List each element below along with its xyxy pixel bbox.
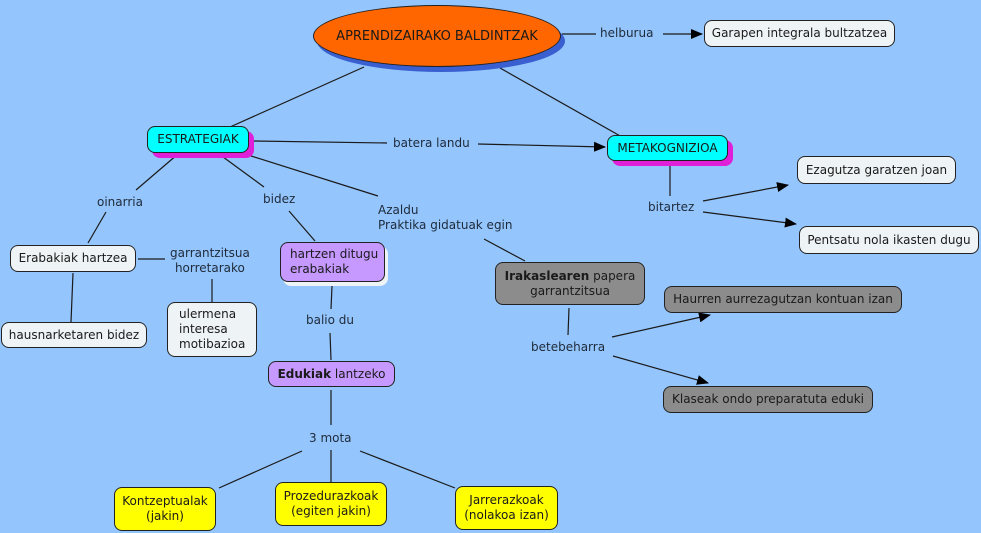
line-estrategiak-oinarria (135, 153, 179, 191)
line-balio-edukiak (329, 332, 332, 361)
node-ulermena-line1: ulermena (179, 307, 237, 321)
link-label-mota: 3 mota (309, 431, 352, 445)
link-label-azaldu-line1: Azaldu (378, 203, 419, 217)
node-hausnarketa-label: hausnarketaren bidez (8, 327, 140, 342)
node-prozedurazkoak-line2: (egiten jakin) (291, 504, 371, 518)
arrow-batera-metakognizioa (477, 141, 606, 152)
link-label-garrantzitsua-line1: garrantzitsua (170, 246, 250, 260)
line-estrategiak-azaldu (247, 154, 379, 197)
line-mota-jarrerazkoak (359, 450, 456, 489)
node-garapen[interactable]: Garapen integrala bultzatzea (704, 20, 895, 47)
node-edukiak-bold: Edukiak (277, 366, 332, 381)
node-irakaslea-line1: Irakaslearen papera (505, 269, 636, 284)
root-concept-label: APRENDIZAIRAKO BALDINTZAK (336, 28, 538, 44)
node-haurren-label: Haurren aurrezagutzan kontuan izan (673, 292, 893, 306)
arrow-betebeharra-klaseak (612, 355, 709, 385)
link-label-azaldu: Azaldu Praktika gidatuak egin (378, 203, 513, 233)
line-hartzen-balio (330, 285, 333, 310)
link-label-oinarria: oinarria (97, 195, 143, 209)
node-hartzen[interactable]: hartzen ditugu erabakiak (280, 242, 385, 282)
node-hartzen-line2: erabakiak (290, 262, 350, 276)
node-irakaslea-line2: garrantzitsua (530, 283, 610, 298)
node-ezagutza-label: Ezagutza garatzen joan (805, 162, 948, 177)
node-metakognizioa[interactable]: METAKOGNIZIOA (607, 135, 728, 161)
node-haurren[interactable]: Haurren aurrezagutzan kontuan izan (664, 286, 902, 313)
node-erabakiak-label: Erabakiak hartzea (18, 251, 128, 265)
node-edukiak[interactable]: Edukiak lantzeko (268, 361, 395, 387)
node-prozedurazkoak[interactable]: Prozedurazkoak (egiten jakin) (275, 482, 387, 526)
node-jarrerazkoak-line2: (nolakoa izan) (464, 508, 549, 522)
node-ulermena-line3: motibazioa (179, 337, 246, 351)
node-kontzeptualak-line2: (jakin) (146, 509, 184, 523)
link-label-azaldu-line2: Praktika gidatuak egin (378, 218, 513, 232)
line-oinarria-erabakiak (87, 211, 107, 244)
arrow-betebeharra-haurren (611, 312, 711, 338)
node-edukiak-label: Edukiak lantzeko (278, 367, 386, 382)
node-pentsatu[interactable]: Pentsatu nola ikasten dugu (799, 226, 979, 254)
line-root-metakognizioa (499, 67, 623, 138)
arrow-bitartez-pentsatu (702, 211, 797, 228)
node-garapen-label: Garapen integrala bultzatzea (711, 26, 888, 40)
node-prozedurazkoak-line1: Prozedurazkoak (283, 489, 379, 503)
node-klaseak-label: Klaseak ondo preparatuta eduki (671, 392, 865, 406)
line-bidez-hartzen (288, 210, 316, 242)
node-erabakiak[interactable]: Erabakiak hartzea (10, 245, 136, 272)
line-irakaslea-betebeharra (567, 307, 570, 336)
link-label-garrantzitsua: garrantzitsua horretarako (170, 246, 250, 276)
node-ulermena-line2: interesa (179, 322, 228, 336)
node-metakognizioa-label: METAKOGNIZIOA (617, 140, 718, 155)
line-erabakiak-hausnarketa (70, 272, 74, 323)
link-label-betebeharra: betebeharra (531, 340, 606, 354)
node-kontzeptualak-line1: Kontzeptualak (122, 494, 208, 508)
line-estrategiak-bidez (218, 153, 265, 188)
node-estrategiak-label: ESTRATEGIAK (157, 132, 239, 146)
node-edukiak-rest: lantzeko (331, 366, 386, 381)
node-hartzen-line1: hartzen ditugu (290, 247, 379, 261)
node-irakaslea-bold: Irakaslearen (504, 268, 590, 283)
node-irakaslea-rest: papera (589, 268, 636, 283)
line-root-estrategiak (229, 66, 365, 128)
node-hausnarketa[interactable]: hausnarketaren bidez (1, 322, 147, 348)
node-estrategiak[interactable]: ESTRATEGIAK (147, 126, 249, 153)
link-label-bitartez: bitartez (648, 200, 695, 214)
link-label-helburua: helburua (600, 26, 654, 40)
node-ulermena[interactable]: ulermena interesa motibazioa (167, 302, 257, 357)
link-label-garrantzitsua-line2: horretarako (174, 261, 245, 275)
node-irakaslea[interactable]: Irakaslearen papera garrantzitsua (495, 262, 645, 305)
link-label-bidez: bidez (263, 192, 296, 206)
link-label-balio: balio du (306, 313, 355, 327)
line-estrategiak-batera (251, 140, 388, 144)
line-azaldu-irakaslea (483, 238, 526, 262)
root-concept-node[interactable]: APRENDIZAIRAKO BALDINTZAK (313, 5, 561, 67)
node-pentsatu-label: Pentsatu nola ikasten dugu (807, 232, 971, 247)
line-mota-kontzeptualak (218, 450, 303, 489)
arrow-bitartez-ezagutza (702, 182, 789, 202)
node-klaseak[interactable]: Klaseak ondo preparatuta eduki (663, 386, 873, 413)
link-label-batera: batera landu (393, 136, 470, 150)
node-ezagutza[interactable]: Ezagutza garatzen joan (797, 156, 956, 184)
node-jarrerazkoak[interactable]: Jarrerazkoak (nolakoa izan) (455, 486, 558, 530)
node-jarrerazkoak-line1: Jarrerazkoak (469, 493, 544, 507)
node-kontzeptualak[interactable]: Kontzeptualak (jakin) (114, 487, 216, 531)
